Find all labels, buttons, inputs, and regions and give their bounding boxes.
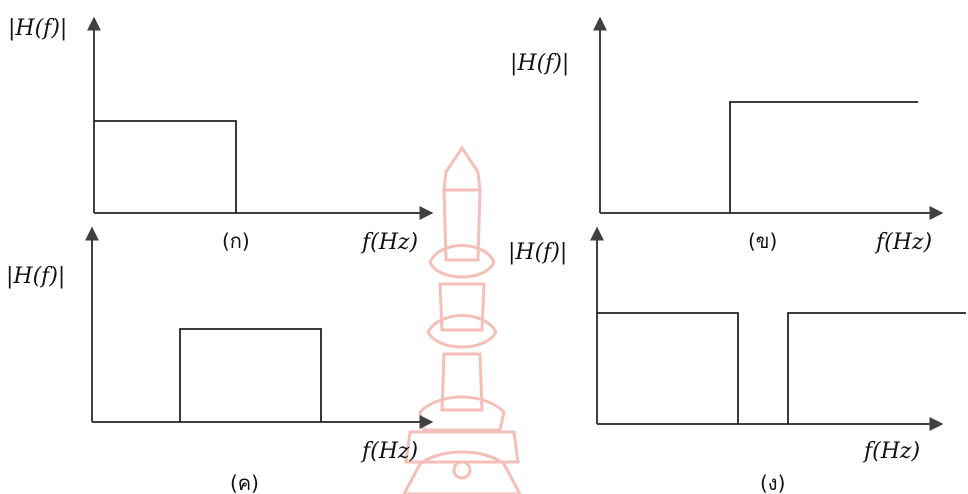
panel-caption: (ค) [230, 471, 259, 494]
y-axis-label: |H(f)| [8, 16, 67, 41]
low-pass-response [94, 120, 237, 213]
y-axis-label: |H(f)| [508, 240, 567, 265]
x-axis-label: f(Hz) [874, 230, 932, 255]
panel-c: |H(f)| f(Hz) (ค) [6, 226, 434, 494]
panel-caption: (ก) [222, 229, 250, 253]
y-axis-label: |H(f)| [510, 51, 569, 76]
x-axis-label: f(Hz) [360, 230, 418, 255]
x-axis-label: f(Hz) [360, 439, 418, 464]
y-axis-label: |H(f)| [6, 264, 65, 289]
high-pass-response [729, 101, 918, 213]
panel-a: |H(f)| f(Hz) (ก) [8, 16, 434, 255]
x-axis-label: f(Hz) [862, 439, 920, 464]
band-pass-response [179, 328, 322, 422]
band-stop-response [597, 312, 966, 424]
panel-caption: (ง) [760, 471, 785, 494]
panel-caption: (ข) [748, 229, 777, 253]
panel-b: |H(f)| f(Hz) (ข) [510, 16, 944, 255]
panel-d: |H(f)| f(Hz) (ง) [508, 226, 966, 494]
watermark-seal [402, 145, 522, 494]
